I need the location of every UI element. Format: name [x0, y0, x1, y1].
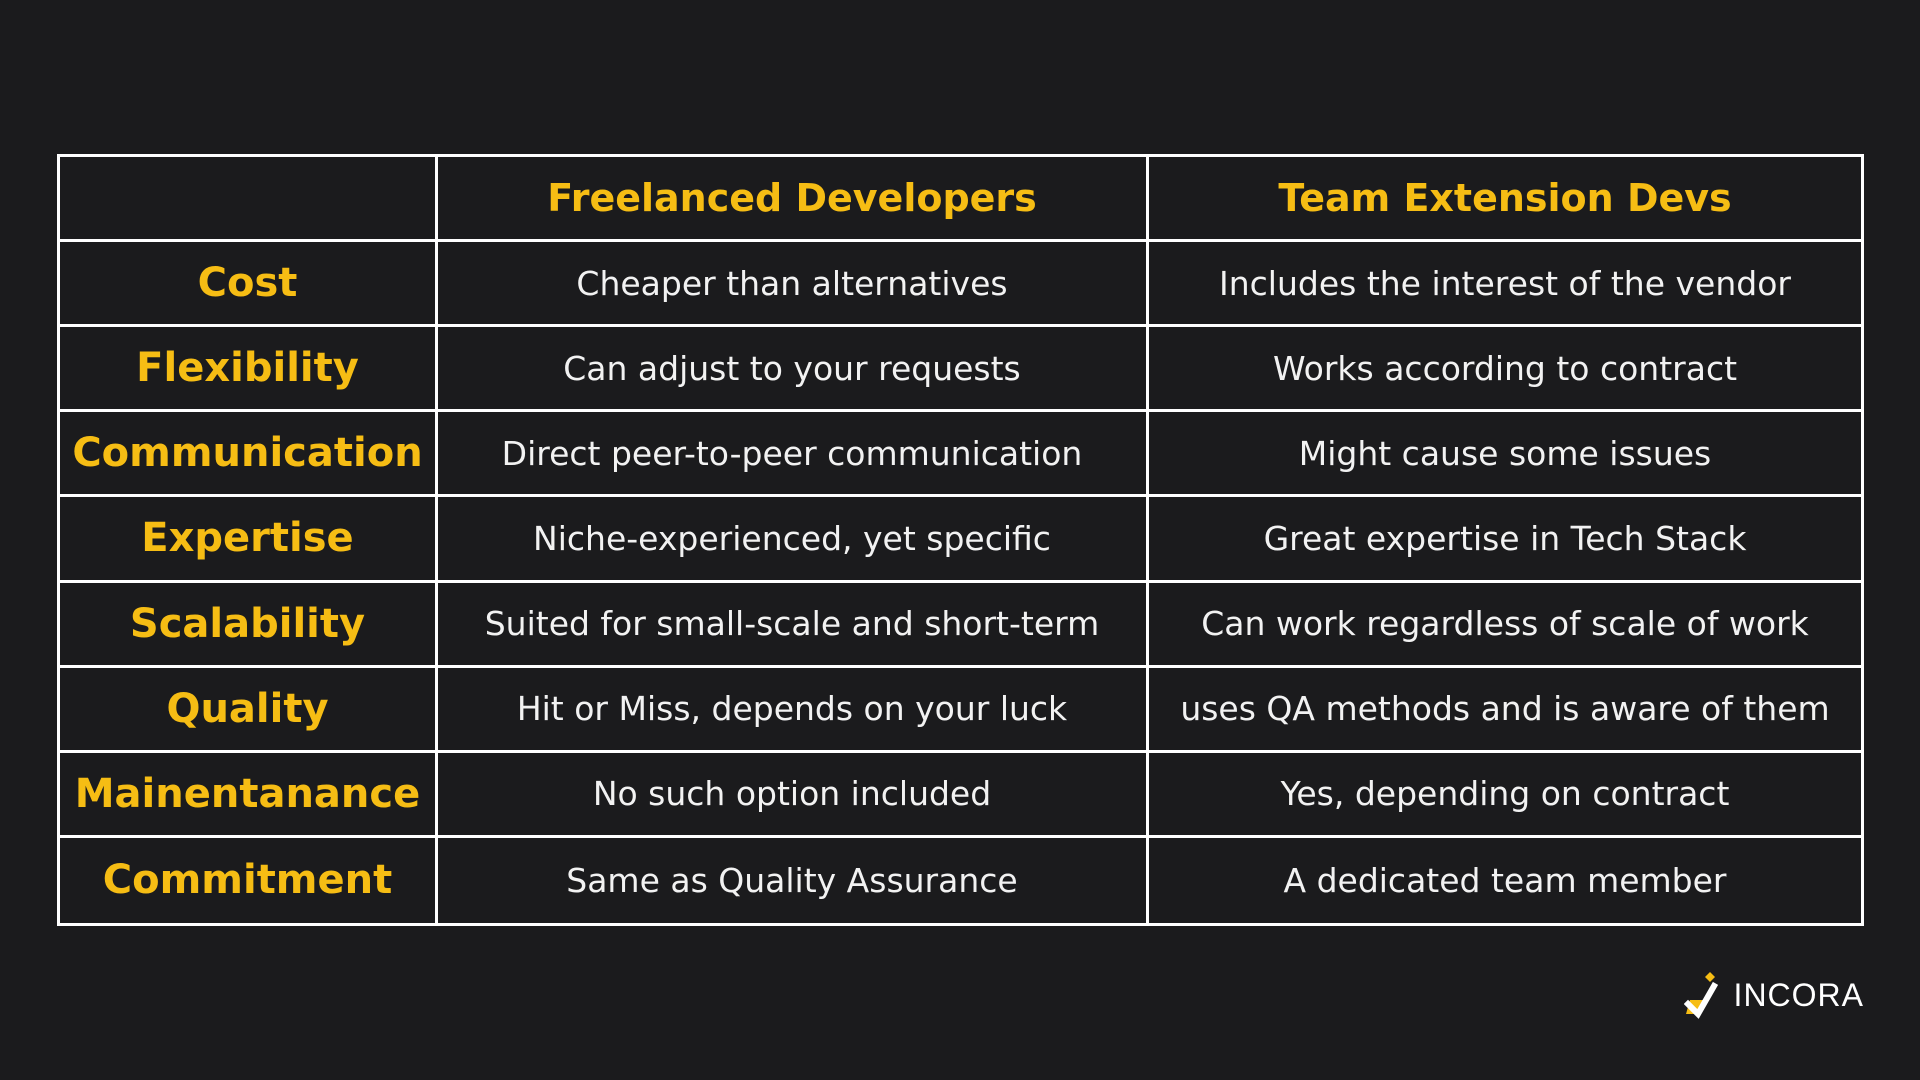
incora-logo-icon	[1683, 972, 1718, 1019]
logo-text: INCORA	[1733, 976, 1864, 1013]
cost-freelance-cell: Cheaper than alternatives	[438, 242, 1149, 328]
communication-extension-cell: Might cause some issues	[1149, 412, 1861, 498]
commitment-freelance-cell: Same as Quality Assurance	[438, 837, 1149, 923]
cost-extension-cell: Includes the interest of the vendor	[1149, 242, 1861, 328]
commitment-extension-cell: A dedicated team member	[1283, 860, 1727, 900]
header-corner-cell	[60, 157, 438, 243]
header-team-extension: Team Extension Devs	[1149, 157, 1861, 243]
row-label-cost: Cost	[60, 242, 438, 328]
row-label-scalability: Scalability	[60, 582, 438, 668]
maintenance-extension-cell: Yes, depending on contract	[1149, 753, 1861, 838]
flexibility-extension-cell: Works according to contract	[1149, 327, 1861, 413]
expertise-extension-cell: Great expertise in Tech Stack	[1149, 497, 1861, 583]
row-label-quality: Quality	[60, 667, 438, 753]
maintenance-freelance-cell: No such option included	[438, 752, 1149, 838]
header-freelance: Freelanced Developers	[438, 157, 1149, 243]
quality-freelance-cell: Hit or Miss, depends on your luck	[438, 667, 1149, 753]
row-label-expertise: Expertise	[60, 497, 438, 583]
row-label-commitment: Commitment	[60, 837, 438, 923]
scalability-freelance-cell: Suited for small-scale and short-term	[438, 582, 1149, 668]
row-label-maintenance: Mainentanance	[60, 752, 438, 838]
quality-extension-cell: uses QA methods and is aware of them	[1149, 668, 1861, 753]
flexibility-freelance-cell: Can adjust to your requests	[438, 327, 1149, 413]
row-label-flexibility: Flexibility	[60, 327, 438, 413]
incora-logo: INCORA	[1683, 970, 1864, 1020]
row-label-communication: Communication	[60, 412, 438, 498]
communication-freelance-cell: Direct peer-to-peer communication	[438, 412, 1149, 498]
scalability-extension-cell: Can work regardless of scale of work	[1149, 583, 1861, 668]
comparison-table: Freelanced Developers Team Extension Dev…	[57, 154, 1864, 926]
expertise-freelance-cell: Niche-experienced, yet specific	[438, 497, 1149, 583]
